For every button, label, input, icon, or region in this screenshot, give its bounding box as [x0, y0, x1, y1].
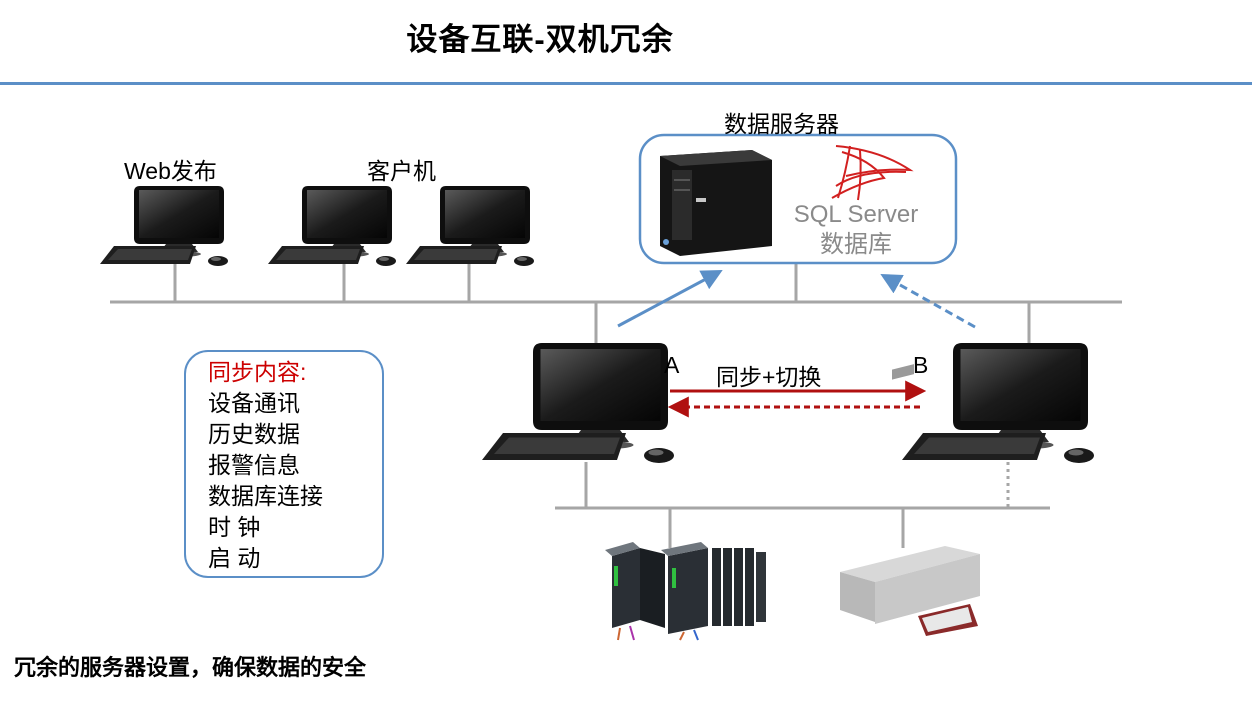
sql-server-logo-icon — [831, 145, 914, 201]
sync-switch-label: 同步+切换 — [716, 364, 822, 390]
server-b-computer — [902, 343, 1094, 463]
plc-device-icon — [605, 542, 766, 641]
sync-item: 启 动 — [208, 545, 261, 571]
title-divider — [0, 82, 1252, 85]
client-label: 客户机 — [367, 158, 436, 184]
page-title: 设备互联-双机冗余 — [406, 22, 674, 57]
footer-caption: 冗余的服务器设置，确保数据的安全 — [14, 655, 367, 680]
server-a-to-db-arrow — [617, 270, 723, 328]
sql-server-label: SQL Server — [793, 201, 919, 228]
tower-server-icon — [660, 150, 772, 256]
client-computer-1 — [268, 186, 396, 266]
server-b-to-db-arrow — [880, 273, 976, 329]
node-a-label: A — [664, 352, 680, 378]
sync-content-title: 同步内容: — [208, 359, 307, 385]
industrial-pc-icon — [840, 364, 980, 636]
data-server-label: 数据服务器 — [724, 111, 839, 137]
client-computer-2 — [406, 186, 534, 266]
database-label: 数据库 — [820, 231, 892, 258]
sync-item: 数据库连接 — [208, 483, 323, 509]
sync-item: 历史数据 — [208, 421, 300, 447]
data-server-box — [638, 133, 958, 265]
sync-content-list: 同步内容: 设备通讯 历史数据 报警信息 数据库连接 时 钟 启 动 — [208, 357, 323, 574]
sync-content-box — [184, 350, 384, 578]
sql-server-text: SQL Server 数据库 — [786, 200, 926, 260]
web-publish-label: Web发布 — [124, 158, 217, 184]
node-b-label: B — [913, 352, 929, 378]
sync-item: 报警信息 — [208, 452, 300, 478]
sync-item: 设备通讯 — [208, 390, 300, 416]
sync-item: 时 钟 — [208, 514, 261, 540]
web-publish-computer — [100, 186, 228, 266]
server-a-computer — [482, 343, 674, 463]
